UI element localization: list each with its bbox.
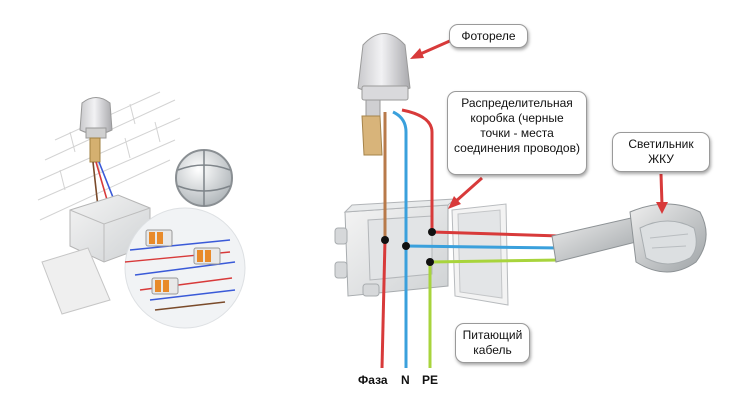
earth-label: PE (422, 373, 439, 387)
supply-cable-label: Питающий кабель (462, 328, 523, 357)
photorelay-callout: Фотореле (449, 24, 528, 48)
arrow-photorelay (417, 38, 453, 57)
lamp-label: Светильник ЖКУ (628, 137, 694, 166)
callout-arrows (410, 38, 668, 214)
connection-dot-neutral (402, 242, 410, 250)
photorelay-label: Фотореле (461, 29, 516, 43)
neutral-wire-lamp (405, 244, 561, 250)
junction-box-lid (451, 203, 509, 306)
wago-clamp-3 (151, 277, 179, 295)
phase-wire-supply (380, 239, 387, 369)
left-illustration (37, 91, 246, 329)
wago-clamp-2 (193, 247, 221, 265)
connection-dot-earth (426, 258, 434, 266)
phase-label: Фаза (358, 373, 388, 387)
small-sphere-lamp (175, 149, 233, 207)
supply-cable-callout: Питающий кабель (455, 323, 530, 363)
small-box-lid (41, 247, 111, 315)
street-lamp (551, 203, 707, 273)
phase-wire-relay (401, 108, 434, 232)
neutral-label: N (401, 373, 410, 387)
lamp-callout: Светильник ЖКУ (612, 132, 710, 172)
small-photorelay (79, 97, 113, 163)
connection-dot-phase-supply (381, 236, 389, 244)
photorelay-device (357, 33, 411, 156)
arrow-lamp (659, 173, 664, 206)
neutral-wire (392, 110, 408, 368)
connection-dot-phase-relay (428, 228, 436, 236)
wago-clamp-1 (145, 229, 173, 247)
arrow-junction-box (454, 176, 483, 204)
junction-box-label: Распределительная коробка (черные точки … (454, 96, 580, 155)
junction-box-callout: Распределительная коробка (черные точки … (447, 91, 587, 175)
earth-wire-lamp (429, 258, 561, 264)
phase-wire-lamp (431, 230, 561, 238)
zoom-circle (124, 207, 246, 329)
